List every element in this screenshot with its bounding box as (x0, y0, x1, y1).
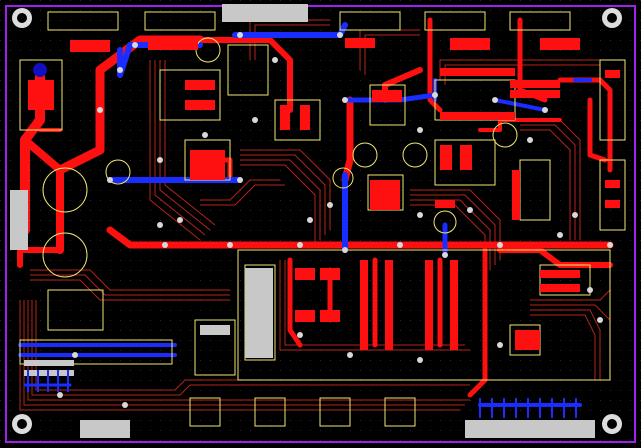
mounting-holes (12, 8, 622, 434)
smd-pads (28, 38, 620, 350)
vias (57, 32, 613, 408)
edge-connector-pins (27, 370, 577, 418)
connector-pads (10, 4, 595, 438)
board-outline (5, 5, 636, 443)
silkscreen (19, 11, 626, 427)
